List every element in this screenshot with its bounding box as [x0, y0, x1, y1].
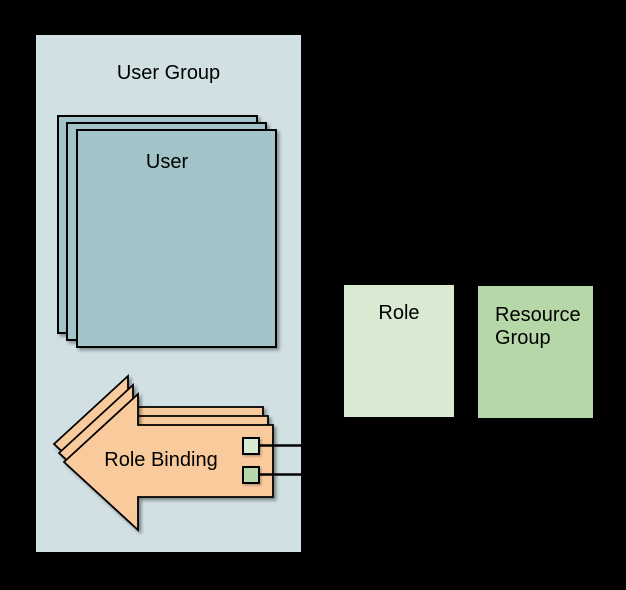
role-box: Role: [344, 285, 454, 417]
user-card-front: [76, 129, 277, 348]
role-binding-label: Role Binding: [104, 449, 218, 471]
resource-group-box: Resource Group: [478, 286, 593, 418]
user-label: User: [145, 151, 189, 173]
role-box-label: Role: [378, 302, 420, 324]
role-port-square: [242, 437, 260, 455]
user-group-label: User Group: [116, 62, 221, 84]
resource-group-box-label: Resource Group: [495, 304, 581, 349]
resource-group-port-square: [242, 466, 260, 484]
